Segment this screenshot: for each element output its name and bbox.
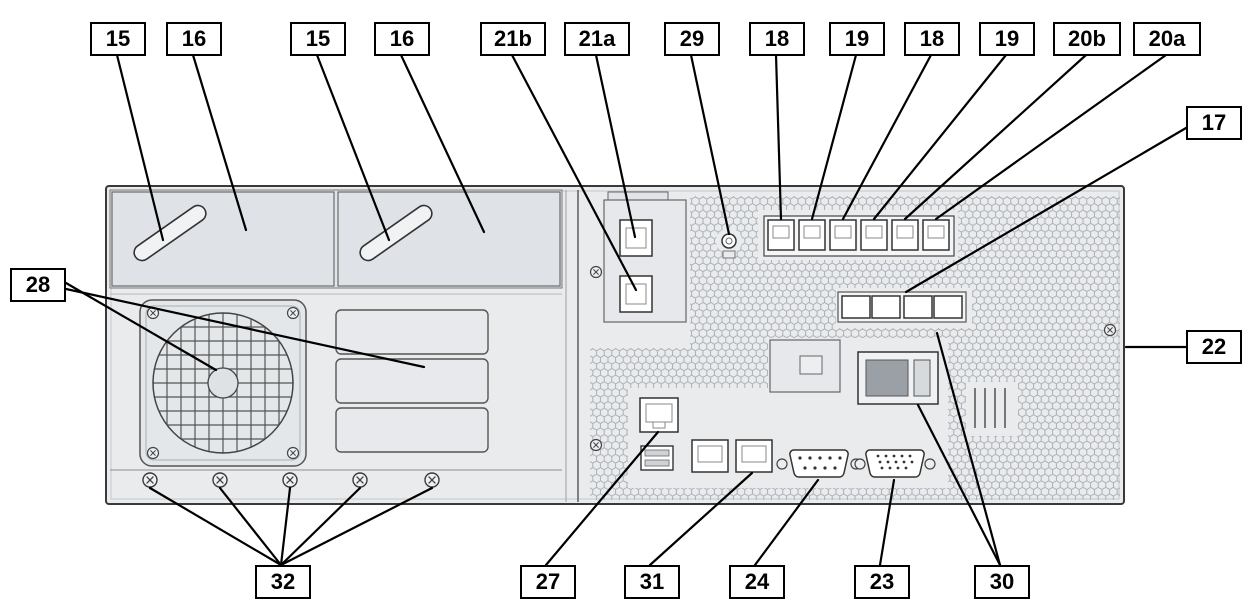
blank-filler-plates xyxy=(335,309,489,453)
fan-grille xyxy=(139,299,307,467)
callout-30: 30 xyxy=(974,565,1030,599)
management-port xyxy=(639,397,679,433)
riser-card xyxy=(603,191,687,323)
leader-lines xyxy=(64,53,1188,567)
vga-port xyxy=(854,449,936,478)
reset-button xyxy=(721,233,737,259)
callout-15-1: 15 xyxy=(90,22,146,56)
usb-ports xyxy=(640,445,674,471)
callout-19-2: 19 xyxy=(979,22,1035,56)
sfp-port-row xyxy=(837,291,967,323)
callout-21a: 21a xyxy=(564,22,630,56)
callout-32: 32 xyxy=(255,565,311,599)
callout-24: 24 xyxy=(729,565,785,599)
callout-18-1: 18 xyxy=(749,22,805,56)
callout-29: 29 xyxy=(664,22,720,56)
callout-23: 23 xyxy=(854,565,910,599)
power-supply-bays xyxy=(109,189,563,295)
callout-17: 17 xyxy=(1186,106,1242,140)
port-21b xyxy=(619,275,653,313)
callout-18-2: 18 xyxy=(904,22,960,56)
callout-15-2: 15 xyxy=(290,22,346,56)
psu-handle-1 xyxy=(133,204,207,262)
network-port-row xyxy=(763,215,955,257)
callout-16-1: 16 xyxy=(166,22,222,56)
callout-20b: 20b xyxy=(1053,22,1121,56)
callout-21b: 21b xyxy=(480,22,546,56)
callout-31: 31 xyxy=(624,565,680,599)
io-panel xyxy=(639,397,936,478)
port-21a xyxy=(619,219,653,257)
psu-handle-2 xyxy=(359,204,433,262)
callout-22: 22 xyxy=(1186,330,1242,364)
callout-19-1: 19 xyxy=(829,22,885,56)
callout-28: 28 xyxy=(10,268,66,302)
callout-20a: 20a xyxy=(1133,22,1201,56)
vent-slots xyxy=(974,388,1006,428)
callout-27: 27 xyxy=(520,565,576,599)
serial-port xyxy=(776,449,862,478)
expansion-module xyxy=(769,339,939,405)
callout-16-2: 16 xyxy=(374,22,430,56)
ethernet-ports-31 xyxy=(691,439,773,473)
